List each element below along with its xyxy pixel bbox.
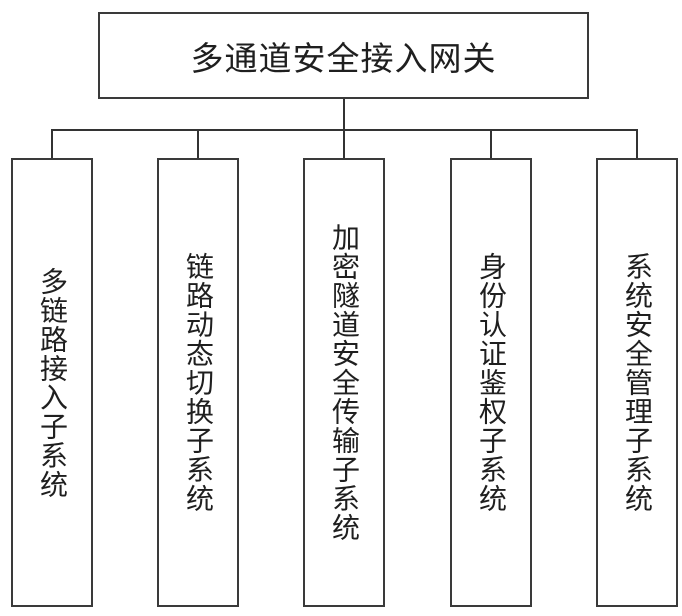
subsystem-label: 多链路接入子系统 <box>37 266 68 499</box>
connector-root-vertical-line <box>343 99 345 130</box>
connector-stub-line-5 <box>636 129 638 158</box>
connector-stub-line-4 <box>490 129 492 158</box>
subsystem-label: 身份认证鉴权子系统 <box>476 252 507 513</box>
connector-stub-line-1 <box>51 129 53 158</box>
subsystem-label: 链路动态切换子系统 <box>183 252 214 513</box>
subsystem-label: 加密隧道安全传输子系统 <box>329 223 360 542</box>
subsystem-node-identity-authentication: 身份认证鉴权子系统 <box>450 158 532 607</box>
subsystem-node-multilink-access: 多链路接入子系统 <box>11 158 93 607</box>
connector-stub-line-3 <box>343 129 345 158</box>
subsystem-label: 系统安全管理子系统 <box>622 252 653 513</box>
subsystem-node-encrypted-tunnel-transport: 加密隧道安全传输子系统 <box>303 158 385 607</box>
root-node-label: 多通道安全接入网关 <box>190 39 497 77</box>
connector-stub-line-2 <box>197 129 199 158</box>
subsystem-node-link-dynamic-switch: 链路动态切换子系统 <box>157 158 239 607</box>
root-node-gateway: 多通道安全接入网关 <box>98 12 589 99</box>
subsystem-node-system-security-management: 系统安全管理子系统 <box>596 158 678 607</box>
